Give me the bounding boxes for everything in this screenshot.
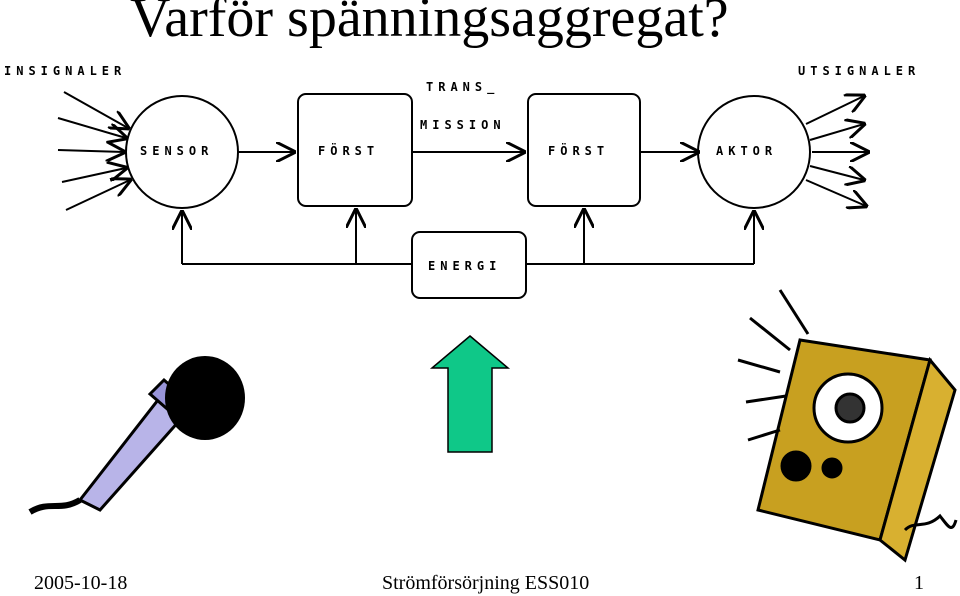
forst1-label: FÖRST — [318, 144, 380, 158]
footer-course: Strömförsörjning ESS010 — [382, 572, 590, 594]
aktor-label: AKTOR — [716, 144, 778, 158]
microphone-icon — [28, 356, 245, 515]
mission-label: MISSION — [420, 118, 506, 132]
aktor-circle — [697, 95, 811, 209]
forst1-box — [297, 93, 413, 207]
forst2-box — [527, 93, 641, 207]
energi-box — [411, 231, 527, 299]
page-title: Varför spänningsaggregat? — [130, 0, 729, 49]
sensor-label: SENSOR — [140, 144, 214, 158]
insignaler-label: INSIGNALER — [4, 64, 127, 78]
footer-page-number: 1 — [914, 572, 924, 594]
footer-date: 2005-10-18 — [34, 572, 128, 594]
trans-label: TRANS_ — [426, 80, 500, 94]
energi-label: ENERGI — [428, 259, 502, 273]
up-arrow-icon — [429, 335, 511, 453]
speaker-icon — [737, 289, 958, 563]
utsignaler-label: UTSIGNALER — [798, 64, 921, 78]
forst2-label: FÖRST — [548, 144, 610, 158]
